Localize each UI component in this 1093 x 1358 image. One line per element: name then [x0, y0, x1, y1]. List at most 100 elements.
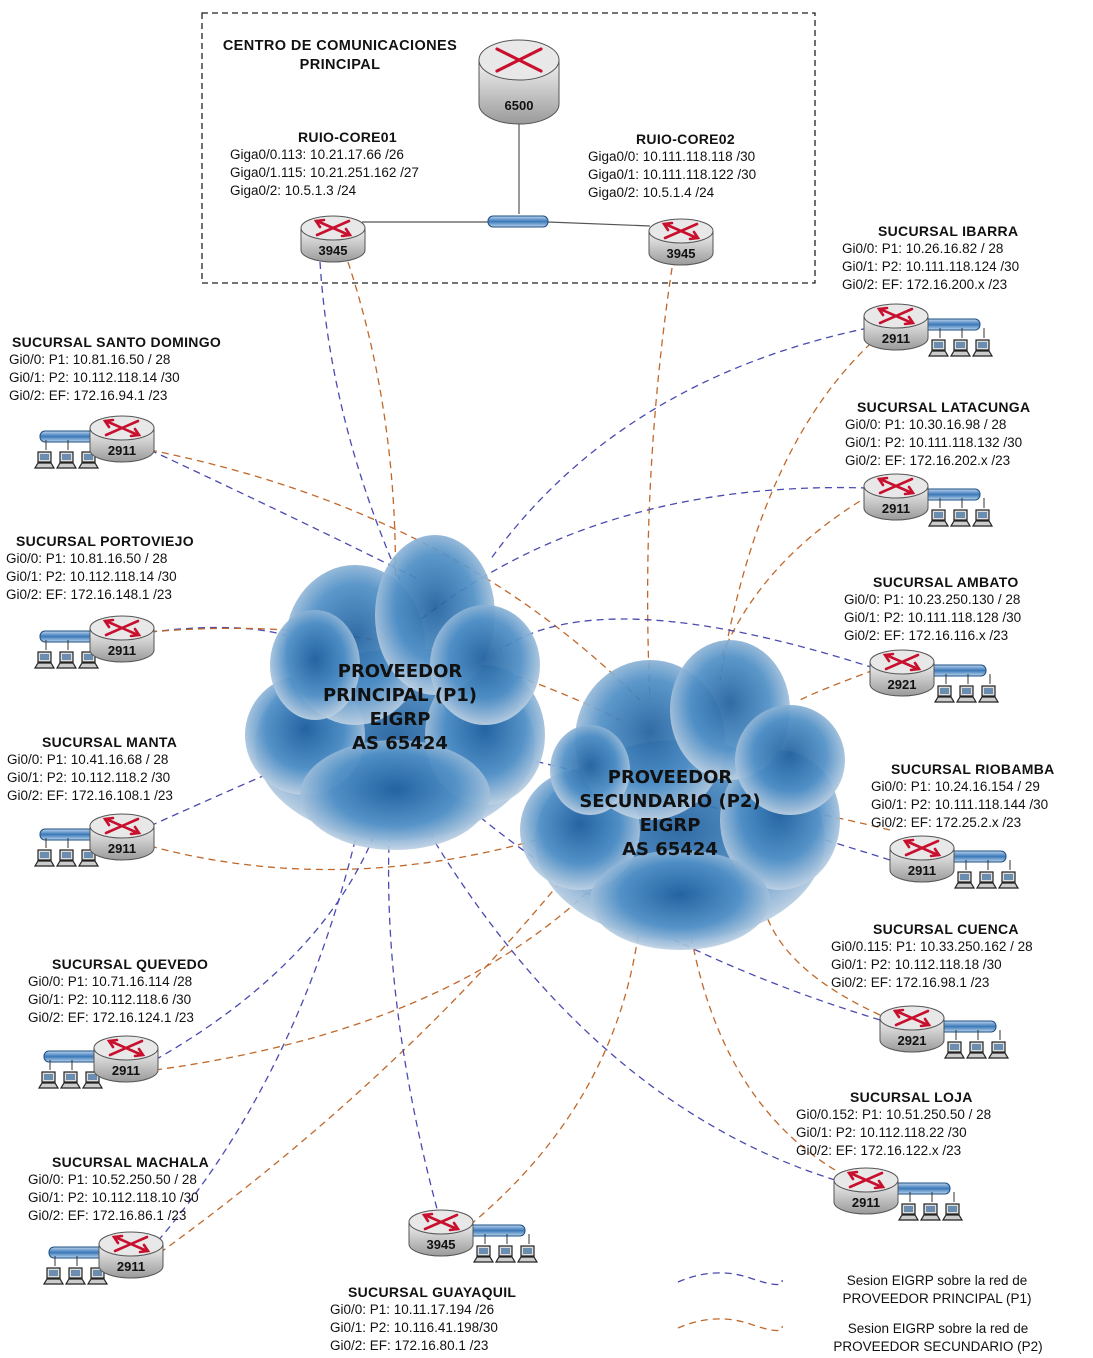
branch-label-guayaquil: SUCURSAL GUAYAQUIL Gi0/0: P1: 10.11.17.1…	[330, 1283, 516, 1355]
core-switch	[487, 215, 549, 228]
core02-line-1: Giga0/0: 10.111.118.118 /30	[588, 149, 756, 164]
router-model-label: 2911	[882, 501, 910, 516]
router-core-6500: 6500	[478, 39, 560, 125]
switch-riobamba	[949, 850, 1007, 863]
branch-line: Gi0/1: P2: 10.112.118.10 /30	[28, 1190, 199, 1205]
router-quevedo: 2911	[93, 1035, 159, 1083]
branch-label-ibarra: SUCURSAL IBARRA Gi0/0: P1: 10.26.16.82 /…	[842, 222, 1019, 294]
router-model-label: 2911	[108, 443, 136, 458]
router-core01: 3945	[300, 215, 366, 263]
router-model-label: 2911	[117, 1259, 145, 1274]
link-quevedo-p2	[154, 879, 601, 1071]
branch-label-portoviejo: SUCURSAL PORTOVIEJO Gi0/0: P1: 10.81.16.…	[6, 532, 194, 604]
link-ibarra-p1	[489, 327, 869, 561]
router-model-label: 6500	[505, 98, 534, 113]
pcs-machala	[42, 1256, 109, 1285]
devices-layer: 6500 3945 3945 2911 2911 2911 2911 2911 3945 2911…	[33, 39, 1020, 1285]
pcs-loja	[897, 1192, 964, 1221]
router-core02: 3945	[648, 218, 714, 266]
branch-line: Gi0/1: P2: 10.112.118.6 /30	[28, 992, 192, 1007]
branch-line: Gi0/2: EF: 172.16.124.1 /23	[28, 1010, 194, 1025]
branch-title: SUCURSAL MACHALA	[52, 1154, 209, 1170]
switch-cuenca	[939, 1020, 997, 1033]
router-arrows-icon	[111, 1234, 151, 1254]
router-model-label: 2911	[108, 841, 136, 856]
link-machala-p2	[149, 869, 571, 1261]
branch-label-quevedo: SUCURSAL QUEVEDO Gi0/0: P1: 10.71.16.114…	[28, 955, 208, 1027]
pcs-riobamba	[953, 860, 1020, 889]
link-guayaquil-p1	[387, 819, 441, 1221]
branch-line: Gi0/1: P2: 10.112.118.22 /30	[796, 1125, 967, 1140]
cloud-p1-label: PROVEEDOR PRINCIPAL (P1) EIGRP AS 65424	[290, 660, 510, 756]
link-manta-p2	[149, 829, 571, 871]
branch-title: SUCURSAL CUENCA	[873, 921, 1019, 937]
core02-line-3: Giga0/2: 10.5.1.4 /24	[588, 185, 715, 200]
branch-line: Gi0/2: EF: 172.16.98.1 /23	[831, 975, 990, 990]
switch-ambato	[929, 664, 987, 677]
branch-title: SUCURSAL SANTO DOMINGO	[12, 334, 222, 350]
router-arrows-icon	[661, 221, 701, 241]
branch-title: SUCURSAL AMBATO	[873, 574, 1019, 590]
router-arrows-icon	[102, 618, 142, 638]
pcs-cuenca	[943, 1030, 1010, 1059]
branch-line: Gi0/2: EF: 172.25.2.x /23	[871, 815, 1022, 830]
branch-line: Gi0/2: EF: 172.16.116.x /23	[844, 628, 1009, 643]
link-ambato-p2	[799, 669, 875, 701]
branch-line: Gi0/1: P2: 10.111.118.144 /30	[871, 797, 1049, 812]
core01-line-2: Giga0/1.115: 10.21.251.162 /27	[230, 165, 419, 180]
router-arrows-icon	[876, 476, 916, 496]
branch-label-machala: SUCURSAL MACHALA Gi0/0: P1: 10.52.250.50…	[28, 1153, 209, 1225]
link-guayaquil-p2	[469, 919, 641, 1226]
branch-line: Gi0/2: EF: 172.16.148.1 /23	[6, 587, 172, 602]
branch-line: Gi0/0.115: P1: 10.33.250.162 / 28	[831, 939, 1033, 954]
branch-title: SUCURSAL LATACUNGA	[857, 399, 1031, 415]
router-model-label: 3945	[319, 243, 348, 258]
link-ambato-p1	[499, 618, 875, 669]
branch-line: Gi0/0: P1: 10.23.250.130 / 28	[844, 592, 1021, 607]
link-core02-p2	[646, 267, 673, 701]
cloud-p1-line: EIGRP	[369, 709, 431, 730]
router-model-label: 2921	[898, 1033, 927, 1048]
router-model-label: 2921	[888, 677, 917, 692]
branch-line: Gi0/2: EF: 172.16.202.x /23	[845, 453, 1011, 468]
router-riobamba: 2911	[889, 835, 955, 883]
router-arrows-icon	[495, 47, 543, 73]
cloud-p2-line: EIGRP	[639, 815, 701, 836]
pcs-latacunga	[927, 498, 994, 527]
branch-line: Gi0/2: EF: 172.16.200.x /23	[842, 277, 1008, 292]
router-arrows-icon	[882, 652, 922, 672]
pcs-ambato	[933, 674, 1000, 703]
legend-p1-line1: Sesion EIGRP sobre la red de	[846, 1273, 1028, 1288]
branch-title: SUCURSAL LOJA	[850, 1089, 973, 1105]
pcs-guayaquil	[472, 1234, 539, 1263]
cloud-p1-line: PROVEEDOR	[337, 661, 463, 682]
router-arrows-icon	[892, 1008, 932, 1028]
router-arrows-icon	[876, 306, 916, 326]
datacenter-title-line1: CENTRO DE COMUNICACIONES	[222, 38, 458, 54]
router-guayaquil: 3945	[408, 1209, 474, 1257]
branch-label-ambato: SUCURSAL AMBATO Gi0/0: P1: 10.23.250.130…	[844, 573, 1021, 645]
router-latacunga: 2911	[863, 473, 929, 521]
datacenter-title: CENTRO DE COMUNICACIONES PRINCIPAL	[205, 37, 475, 75]
link-santo-domingo-p1	[149, 449, 421, 581]
router-ambato: 2921	[869, 649, 935, 697]
core02-label: RUIO-CORE02 Giga0/0: 10.111.118.118 /30 …	[588, 130, 756, 202]
core02-line-2: Giga0/1: 10.111.118.122 /30	[588, 167, 757, 182]
router-arrows-icon	[313, 218, 353, 238]
branch-line: Gi0/1: P2: 10.112.118.2 /30	[7, 770, 171, 785]
router-loja: 2911	[833, 1167, 899, 1215]
branch-line: Gi0/0: P1: 10.81.16.50 / 28	[9, 352, 171, 367]
router-model-label: 3945	[667, 246, 696, 261]
pcs-quevedo	[37, 1060, 104, 1089]
link-loja-p1	[409, 799, 836, 1181]
branch-line: Gi0/2: EF: 172.16.108.1 /23	[7, 788, 173, 803]
core01-title: RUIO-CORE01	[298, 129, 397, 145]
legend-p2-line-sample	[677, 1318, 783, 1332]
branch-title: SUCURSAL RIOBAMBA	[891, 761, 1055, 777]
branch-title: SUCURSAL MANTA	[42, 734, 178, 750]
clouds-layer	[245, 535, 845, 950]
router-arrows-icon	[421, 1212, 461, 1232]
router-model-label: 2911	[112, 1063, 140, 1078]
